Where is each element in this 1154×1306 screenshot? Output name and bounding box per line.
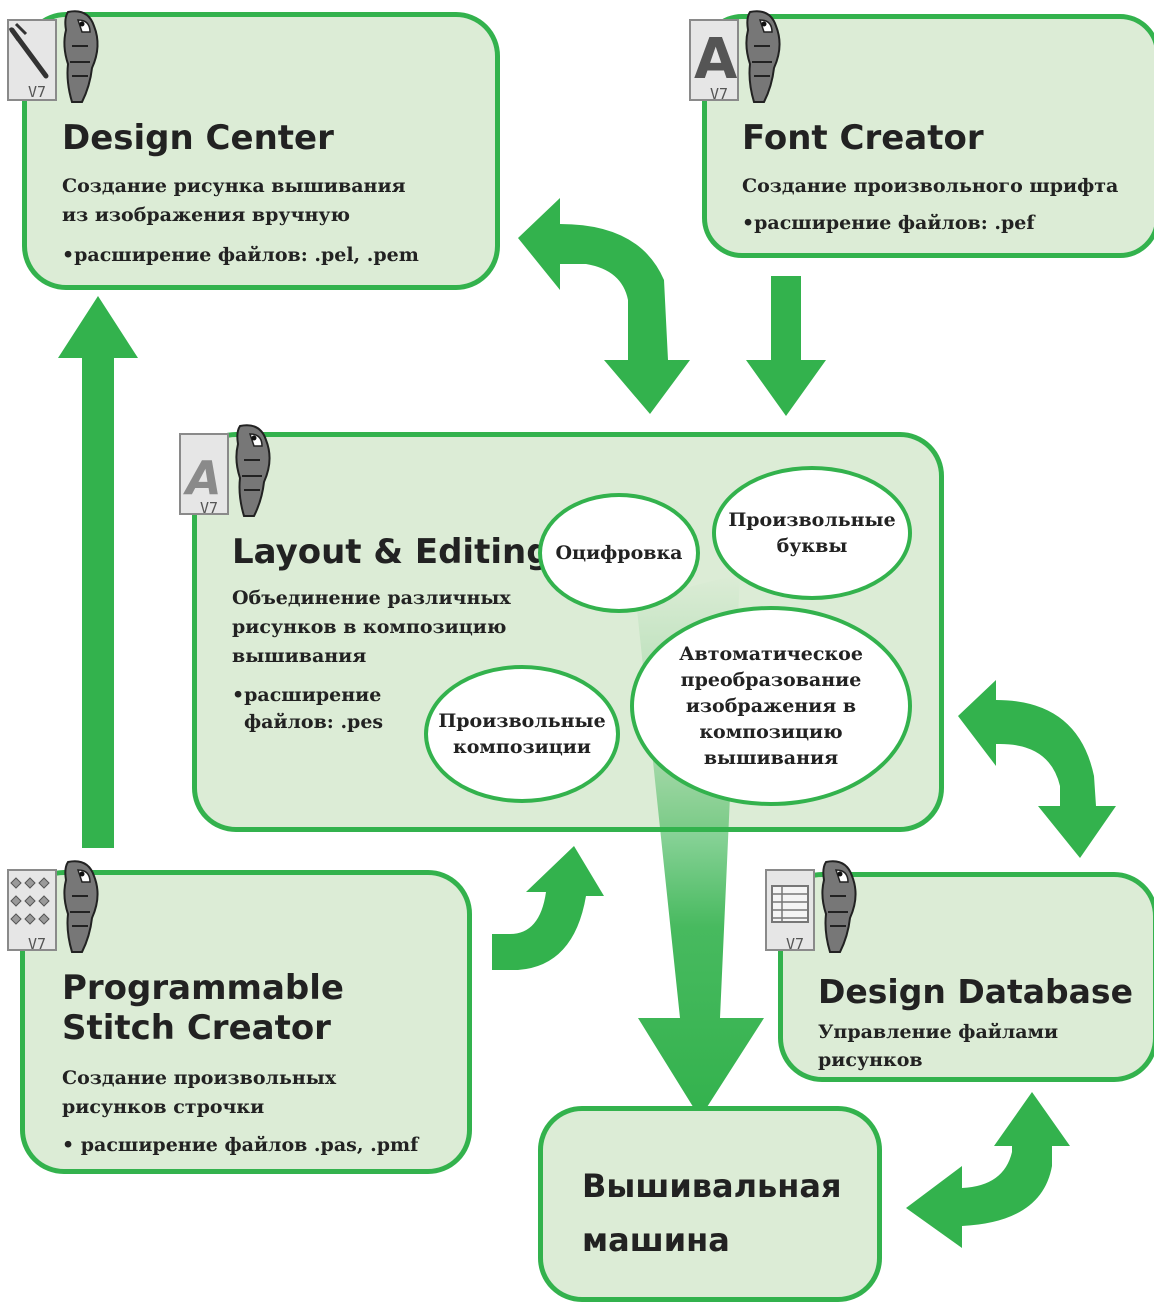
font-creator-title: Font Creator [742, 118, 984, 158]
design-center-box [22, 12, 500, 290]
svg-text:A: A [183, 451, 222, 505]
machine-title-line1: Вышивальная [582, 1167, 842, 1205]
layout-editing-title: Layout & Editing [232, 532, 551, 572]
feature-digitize: Оцифровка [538, 493, 700, 613]
embroidery-machine-box [538, 1106, 882, 1302]
svg-text:V7: V7 [28, 935, 46, 953]
design-center-description-line2: из изображения вручную [62, 204, 351, 226]
arrow-database-machine-bidirectional [906, 1092, 1070, 1248]
stitch-creator-box [20, 870, 472, 1174]
layout-editing-description-line3: вышивания [232, 645, 367, 667]
font-creator-description: Создание произвольного шрифта [742, 175, 1119, 197]
stitch-creator-title-line1: Programmable [62, 968, 344, 1008]
layout-editing-icon: A V7 [179, 424, 271, 517]
layout-editing-description-line1: Объединение различных [232, 587, 511, 609]
arrow-design-center-layout-bidirectional [518, 198, 690, 414]
design-center-file-ext: •расширение файлов: .pel, .pem [62, 244, 419, 266]
design-center-description-line1: Создание рисунка вышивания [62, 175, 406, 197]
stitch-creator-file-ext: • расширение файлов .pas, .pmf [62, 1134, 419, 1156]
feature-custom-layouts: Произвольные композиции [424, 665, 620, 803]
svg-text:V7: V7 [200, 499, 218, 517]
design-center-icon: V7 [7, 10, 99, 103]
font-creator-icon: A V7 [689, 10, 781, 103]
arrow-layout-database-bidirectional [958, 680, 1116, 858]
design-database-title: Design Database [818, 972, 1133, 1011]
svg-text:V7: V7 [786, 935, 804, 953]
stitch-creator-description-line2: рисунков строчки [62, 1096, 265, 1118]
arrow-stitch-to-design-center [58, 296, 138, 848]
arrow-font-creator-to-layout [746, 276, 826, 416]
stitch-creator-description-line1: Создание произвольных [62, 1067, 337, 1089]
font-creator-file-ext: •расширение файлов: .pef [742, 212, 1035, 234]
stitch-creator-icon: V7 [7, 860, 99, 953]
design-center-title: Design Center [62, 118, 334, 158]
feature-custom-letters: Произвольные буквы [712, 466, 912, 600]
svg-text:V7: V7 [28, 83, 46, 101]
svg-text:V7: V7 [710, 85, 728, 103]
arrow-stitch-to-layout [492, 846, 604, 970]
svg-text:A: A [694, 27, 738, 92]
design-database-description-line2: рисунков [818, 1049, 923, 1071]
stitch-creator-title-line2: Stitch Creator [62, 1008, 331, 1048]
design-database-icon: V7 [765, 860, 857, 953]
machine-title-line2: машина [582, 1221, 730, 1259]
layout-editing-description-line2: рисунков в композицию [232, 616, 507, 638]
layout-editing-file-ext-line2: файлов: .pes [244, 711, 384, 733]
feature-auto-convert: Автоматическое преобразование изображени… [630, 606, 912, 806]
design-database-description-line1: Управление файлами [818, 1021, 1059, 1043]
layout-editing-file-ext-line1: •расширение [232, 684, 382, 706]
